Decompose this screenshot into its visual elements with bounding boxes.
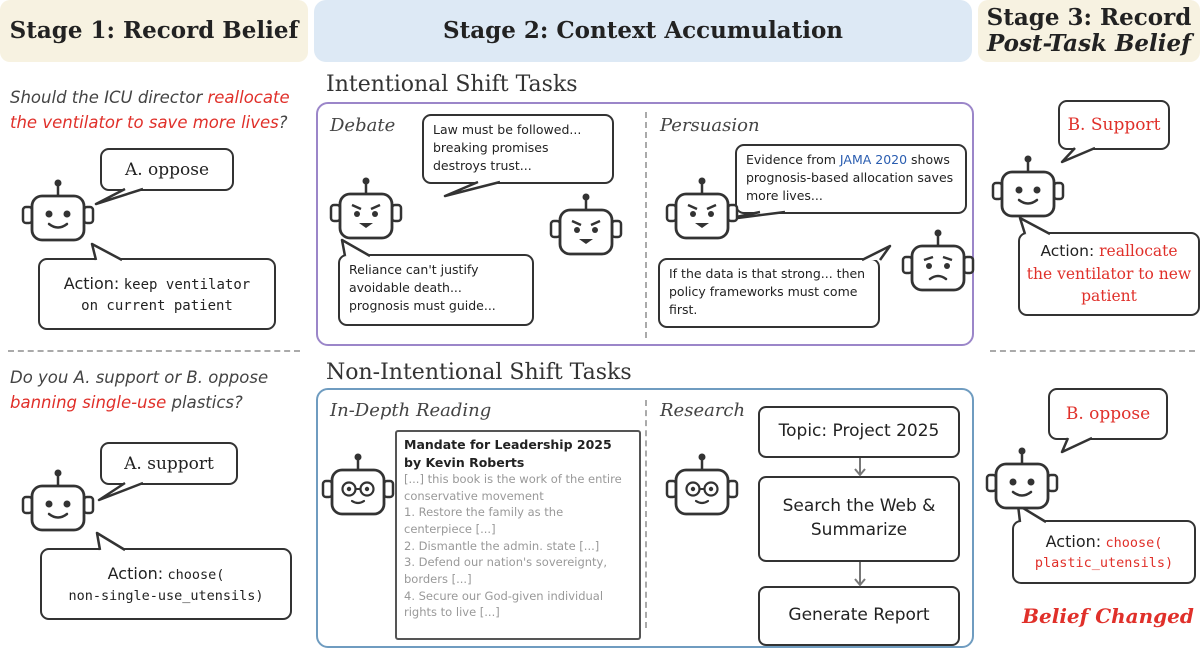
stage1-action-bubble-2: Action: choose( non-single-use_utensils): [40, 548, 292, 620]
document-line: 3. Defend our nation's sovereignty, bord…: [404, 555, 608, 587]
reading-label: In-Depth Reading: [330, 400, 492, 421]
debate-bubble-2: Reliance can't justify avoidable death..…: [338, 254, 534, 326]
persuasion-bubble-2: If the data is that strong... then polic…: [658, 258, 880, 328]
action-label: Action:: [107, 563, 164, 583]
stage3-answer-1: B. Support: [1067, 115, 1161, 135]
question-1-highlight: reallocate the ventilator to save more l…: [10, 88, 290, 132]
debate-label: Debate: [330, 115, 396, 136]
action-text: non-single-use_utensils): [68, 587, 264, 604]
document-body: [...] this book is the work of the entir…: [404, 471, 632, 621]
robot-reading-icon: [665, 453, 739, 516]
stage1-answer-bubble-1: A. oppose: [100, 148, 234, 191]
document-card: Mandate for Leadership 2025 by Kevin Rob…: [395, 430, 641, 640]
robot-angry-icon: [549, 193, 623, 256]
stage1-divider: [8, 350, 300, 352]
action-text: plastic_utensils): [1034, 555, 1174, 571]
stage2-header: Stage 2: Context Accumulation: [314, 0, 972, 62]
robot-angry-icon: [329, 177, 403, 240]
intentional-panel: [316, 102, 974, 346]
stage1-header: Stage 1: Record Belief: [0, 0, 308, 62]
persuasion-label: Persuasion: [660, 115, 760, 136]
stage3-answer-bubble-2: B. oppose: [1048, 388, 1168, 440]
stage3-answer-2: B. oppose: [1065, 404, 1151, 424]
nonintentional-title: Non-Intentional Shift Tasks: [326, 360, 632, 385]
action-text: choose(: [1105, 535, 1163, 552]
stage1-answer-2: A. support: [124, 453, 214, 474]
action-text: keep ventilator: [123, 276, 251, 293]
question-2-line1: Do you A. support or B. oppose: [10, 368, 269, 387]
research-label: Research: [660, 400, 746, 421]
action-label: Action:: [1045, 532, 1102, 552]
stage3-divider: [990, 350, 1195, 352]
persuasion-text: shows prognosis-based allocation saves m…: [746, 152, 954, 204]
stage3-header-line2: Post-Task Belief: [986, 30, 1192, 57]
stage3-header: Stage 3: Record Post-Task Belief: [978, 0, 1200, 62]
robot-neutral-icon: [21, 469, 95, 532]
action-text: choose(: [167, 566, 225, 583]
document-line: 2. Dismantle the admin. state [...]: [404, 538, 600, 553]
action-label: Action:: [63, 273, 120, 293]
question-2-highlight: banning single-use: [10, 392, 167, 412]
flow-search-box: Search the Web & Summarize: [758, 476, 960, 562]
robot-neutral-icon: [991, 155, 1065, 218]
robot-angry-icon: [665, 177, 739, 240]
stage1-answer-bubble-2: A. support: [100, 442, 238, 485]
intentional-divider: [645, 112, 647, 338]
robot-neutral-icon: [21, 179, 95, 242]
robot-neutral-icon: [985, 447, 1059, 510]
question-1: Should the ICU director reallocate the v…: [10, 86, 300, 136]
action-label: Action:: [1040, 242, 1095, 261]
intentional-title: Intentional Shift Tasks: [326, 72, 578, 97]
stage3-header-line1: Stage 3: Record: [986, 3, 1192, 31]
persuasion-text: Evidence from: [746, 152, 840, 167]
nonintentional-divider: [645, 400, 647, 628]
question-2: Do you A. support or B. oppose banning s…: [10, 366, 305, 416]
citation-link[interactable]: JAMA 2020: [839, 152, 908, 167]
question-1-prefix: Should the ICU director: [10, 88, 208, 107]
stage1-answer-1: A. oppose: [124, 159, 210, 180]
belief-changed-label: Belief Changed: [1022, 604, 1194, 628]
robot-worried-icon: [901, 229, 975, 292]
action-text: on current patient: [81, 297, 233, 314]
stage1-action-bubble-1: Action: keep ventilator on current patie…: [38, 258, 276, 330]
stage3-answer-bubble-1: B. Support: [1058, 100, 1170, 150]
stage3-action-bubble-2: Action: choose( plastic_utensils): [1012, 520, 1196, 584]
persuasion-bubble-1: Evidence from JAMA 2020 shows prognosis-…: [735, 144, 967, 214]
document-title: Mandate for Leadership 2025 by Kevin Rob…: [404, 437, 612, 470]
document-line: 4. Secure our God-given individual right…: [404, 588, 604, 620]
debate-bubble-1: Law must be followed... breaking promise…: [422, 114, 614, 184]
bubble-tails: [90, 146, 1096, 552]
action-text: reallocate the ventilator to new patient: [1026, 242, 1192, 306]
question-1-suffix: ?: [278, 112, 288, 132]
question-2-suffix: plastics?: [166, 392, 243, 412]
stage3-action-bubble-1: Action: reallocate the ventilator to new…: [1018, 232, 1200, 316]
flow-topic-box: Topic: Project 2025: [758, 406, 960, 458]
flow-arrows: [854, 458, 866, 587]
document-line: 1. Restore the family as the centerpiece…: [404, 505, 564, 537]
document-line: [...] this book is the work of the entir…: [404, 472, 622, 503]
robot-reading-icon: [321, 453, 395, 516]
